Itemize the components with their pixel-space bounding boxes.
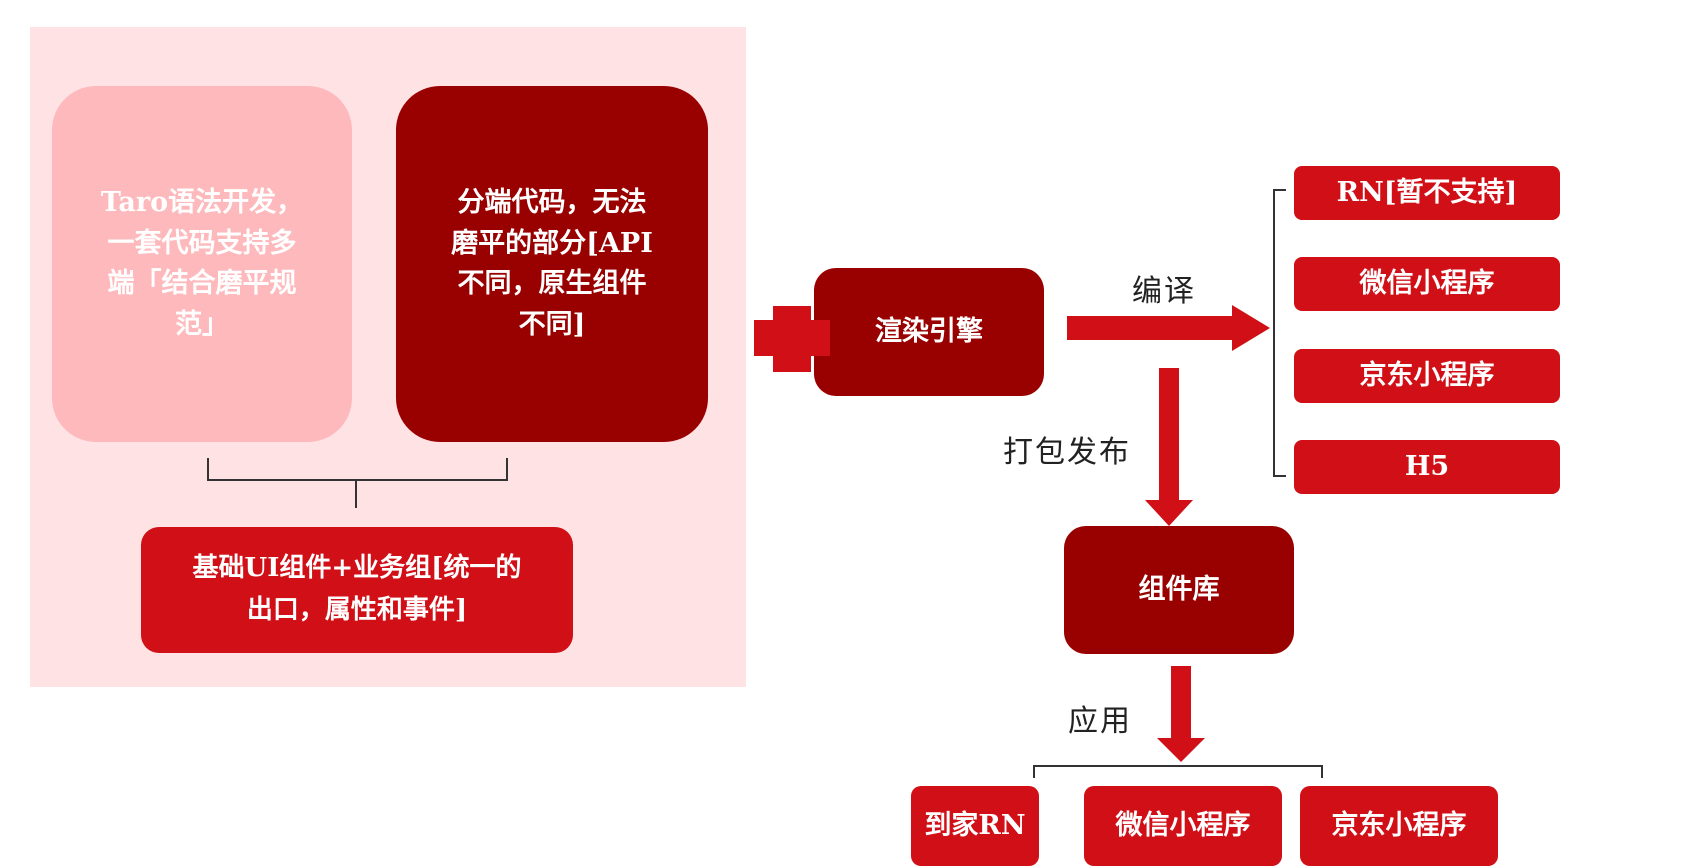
platform-code-box: 分端代码，无法 磨平的部分[API 不同，原生组件 不同] xyxy=(396,86,708,442)
plus-icon xyxy=(754,306,830,372)
apply-arrow xyxy=(1157,666,1205,762)
target-jd-miniprogram: 京东小程序 xyxy=(1294,349,1560,403)
target-wechat-miniprogram: 微信小程序 xyxy=(1294,257,1560,311)
package-publish-label: 打包发布 xyxy=(1003,435,1131,470)
brace-connector xyxy=(207,458,508,508)
package-arrow xyxy=(1145,368,1193,526)
component-library-box: 组件库 xyxy=(1064,526,1294,654)
taro-syntax-box: Taro语法开发， 一套代码支持多 端「结合磨平规 范」 xyxy=(52,86,352,442)
app-wechat-miniprogram: 微信小程序 xyxy=(1084,786,1282,866)
target-h5: H5 xyxy=(1294,440,1560,494)
app-daojia-rn: 到家RN xyxy=(911,786,1039,866)
render-engine-box: 渲染引擎 xyxy=(814,268,1044,396)
app-jd-miniprogram: 京东小程序 xyxy=(1300,786,1498,866)
target-rn: RN[暂不支持] xyxy=(1294,166,1560,220)
apply-label: 应用 xyxy=(1068,704,1132,739)
compile-label: 编译 xyxy=(1132,274,1196,309)
applications-bracket xyxy=(1033,765,1323,778)
base-components-box: 基础UI组件+业务组[统一的 出口，属性和事件] xyxy=(141,527,573,653)
targets-bracket xyxy=(1273,189,1286,477)
compile-arrow xyxy=(1067,305,1270,351)
